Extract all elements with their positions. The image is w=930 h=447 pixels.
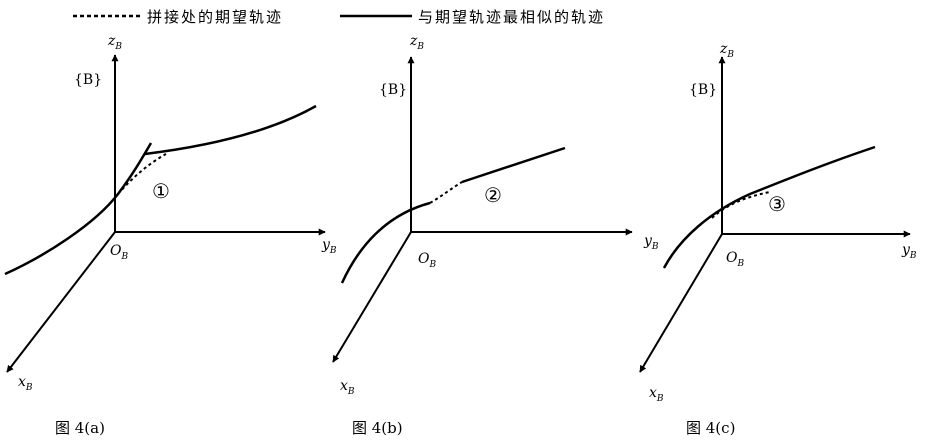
frame-label: {B}	[689, 82, 717, 98]
joint-marker: ①	[152, 179, 170, 203]
origin-label: OB	[726, 250, 744, 269]
desired-trajectory-dashed	[430, 182, 462, 203]
solid-trajectory	[342, 203, 430, 283]
solid-trajectory	[145, 106, 316, 154]
origin-label: OB	[110, 243, 128, 262]
panel-b: ② zB {B} OB yB xB 图 4(b)	[333, 33, 659, 437]
z-axis-label: zB	[107, 33, 122, 52]
x-axis-label: xB	[340, 378, 355, 397]
solid-trajectory	[5, 143, 151, 274]
x-axis	[640, 234, 722, 372]
solid-trajectory	[462, 148, 565, 182]
panel-caption: 图 4(a)	[55, 419, 105, 437]
panel-a: ① zB {B} OB yB xB 图 4(a)	[5, 33, 337, 437]
panel-caption: 图 4(c)	[686, 419, 735, 437]
joint-marker: ③	[768, 192, 786, 216]
y-axis-label: yB	[321, 237, 337, 256]
legend-dashed-label: 拼接处的期望轨迹	[147, 8, 283, 26]
y-axis-label: yB	[643, 233, 659, 252]
frame-label: {B}	[74, 72, 102, 88]
panel-caption: 图 4(b)	[352, 419, 403, 437]
desired-trajectory-dashed	[712, 192, 770, 218]
y-axis-label: yB	[901, 242, 917, 261]
panel-c: ③ zB {B} OB yB xB 图 4(c)	[640, 41, 917, 437]
x-axis-label: xB	[649, 385, 664, 404]
z-axis-label: zB	[409, 33, 424, 52]
frame-label: {B}	[379, 82, 407, 98]
x-axis	[7, 232, 115, 372]
joint-marker: ②	[484, 183, 502, 207]
legend-solid-label: 与期望轨迹最相似的轨迹	[418, 8, 605, 26]
origin-label: OB	[418, 251, 436, 270]
x-axis	[333, 232, 411, 362]
x-axis-label: xB	[18, 374, 33, 393]
legend: 拼接处的期望轨迹 与期望轨迹最相似的轨迹	[73, 8, 605, 26]
